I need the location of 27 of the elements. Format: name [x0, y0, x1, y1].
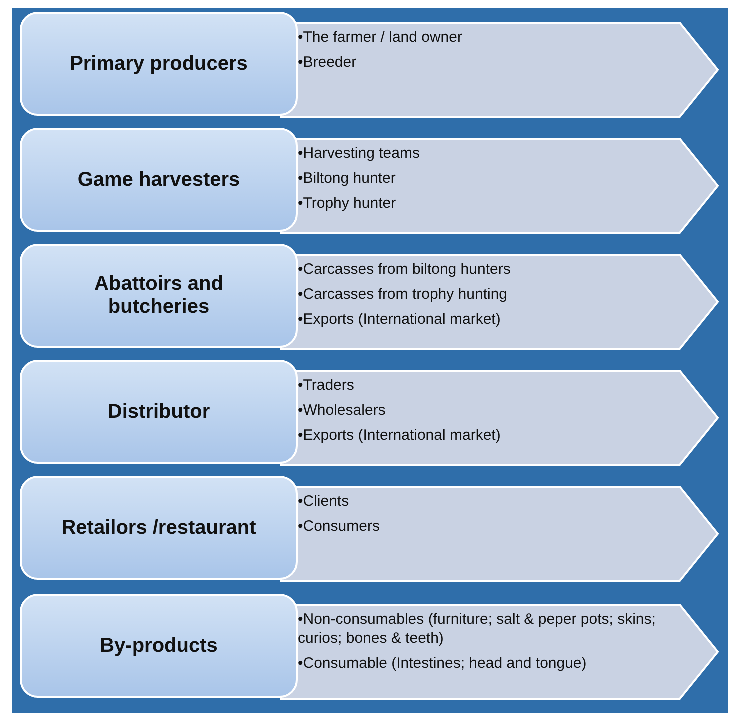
arrow-band: [280, 22, 720, 118]
stage-box: By-products: [20, 594, 298, 698]
bullet-item: •Breeder: [298, 53, 358, 72]
bullet-item: •Consumable (Intestines; head and tongue): [298, 654, 588, 673]
arrow-band: [280, 370, 720, 466]
bullet-item: •Biltong hunter: [298, 169, 397, 188]
stage-box: Distributor: [20, 360, 298, 464]
arrow-band: [280, 138, 720, 234]
bullet-item: •Carcasses from biltong hunters: [298, 260, 512, 279]
arrow-band: [280, 604, 720, 700]
bullet-item: •Wholesalers: [298, 401, 387, 420]
stage-box: Retailors /restaurant: [20, 476, 298, 580]
bullet-item: •Traders: [298, 376, 356, 395]
bullet-item: •Exports (International market): [298, 310, 502, 329]
stage-box: Game harvesters: [20, 128, 298, 232]
bullet-item: •Clients: [298, 492, 350, 511]
bullet-item: •The farmer / land owner: [298, 28, 464, 47]
stage-box: Primary producers: [20, 12, 298, 116]
bullet-item: •Trophy hunter: [298, 194, 398, 213]
bullet-item: •Consumers: [298, 517, 381, 536]
bullet-item: •Harvesting teams: [298, 144, 421, 163]
bullet-item: •Non-consumables (furniture; salt & peper pots; skins; curios; bones & teeth): [298, 610, 657, 648]
bullet-item: •Carcasses from trophy hunting: [298, 285, 509, 304]
arrow-band: [280, 254, 720, 350]
bullet-item: •Exports (International market): [298, 426, 502, 445]
stage-box: Abattoirs and butcheries: [20, 244, 298, 348]
arrow-band: [280, 486, 720, 582]
